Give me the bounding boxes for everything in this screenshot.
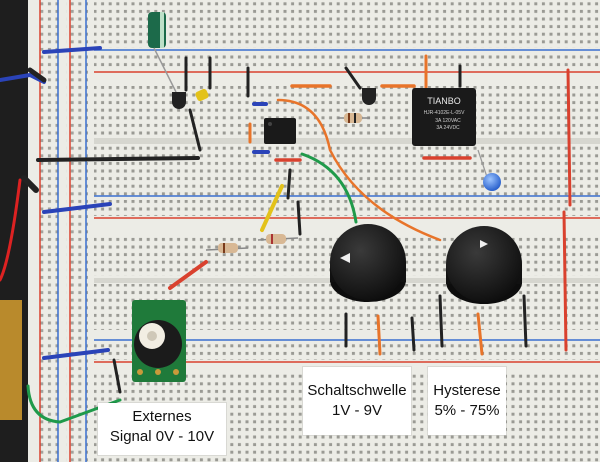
wires	[0, 46, 572, 424]
hysteresis-line2: 5% - 75%	[434, 402, 500, 419]
switch-threshold-line2: 1V - 9V	[331, 402, 383, 419]
hysteresis-label: Hysterese 5% - 75%	[428, 367, 506, 435]
external-signal-line1: Externes	[132, 408, 192, 425]
knob-indicator-icon	[480, 240, 488, 248]
power-module-board	[0, 300, 22, 420]
switch-threshold-line1: Schaltschwelle	[307, 382, 407, 399]
ceramic-capacitor	[195, 88, 209, 102]
relay-rating-ac: 3A 120VAC	[435, 118, 461, 124]
transistor	[362, 88, 376, 105]
hysteresis-knob	[446, 226, 522, 304]
relay-brand: TIANBO	[427, 96, 461, 106]
switch-threshold-label: Schaltschwelle 1V - 9V	[303, 367, 411, 435]
threshold-knob	[330, 224, 406, 302]
hysteresis-line1: Hysterese	[433, 382, 501, 399]
trimmer-potentiometer	[132, 300, 186, 382]
external-signal-label: Externes Signal 0V - 10V	[98, 403, 226, 455]
transistor	[172, 92, 186, 109]
relay-model: HJR-4102E-L-05V	[424, 110, 466, 116]
relay: TIANBO HJR-4102E-L-05V 3A 120VAC 3A 24VD…	[412, 88, 476, 146]
blue-led	[477, 149, 501, 191]
external-signal-line2: Signal 0V - 10V	[109, 428, 215, 445]
electrolytic-capacitor	[148, 12, 177, 93]
relay-rating-dc: 3A 24VDC	[436, 125, 460, 131]
knob-indicator-icon	[340, 253, 350, 263]
ic-chip	[264, 118, 296, 144]
resistors	[205, 113, 370, 253]
